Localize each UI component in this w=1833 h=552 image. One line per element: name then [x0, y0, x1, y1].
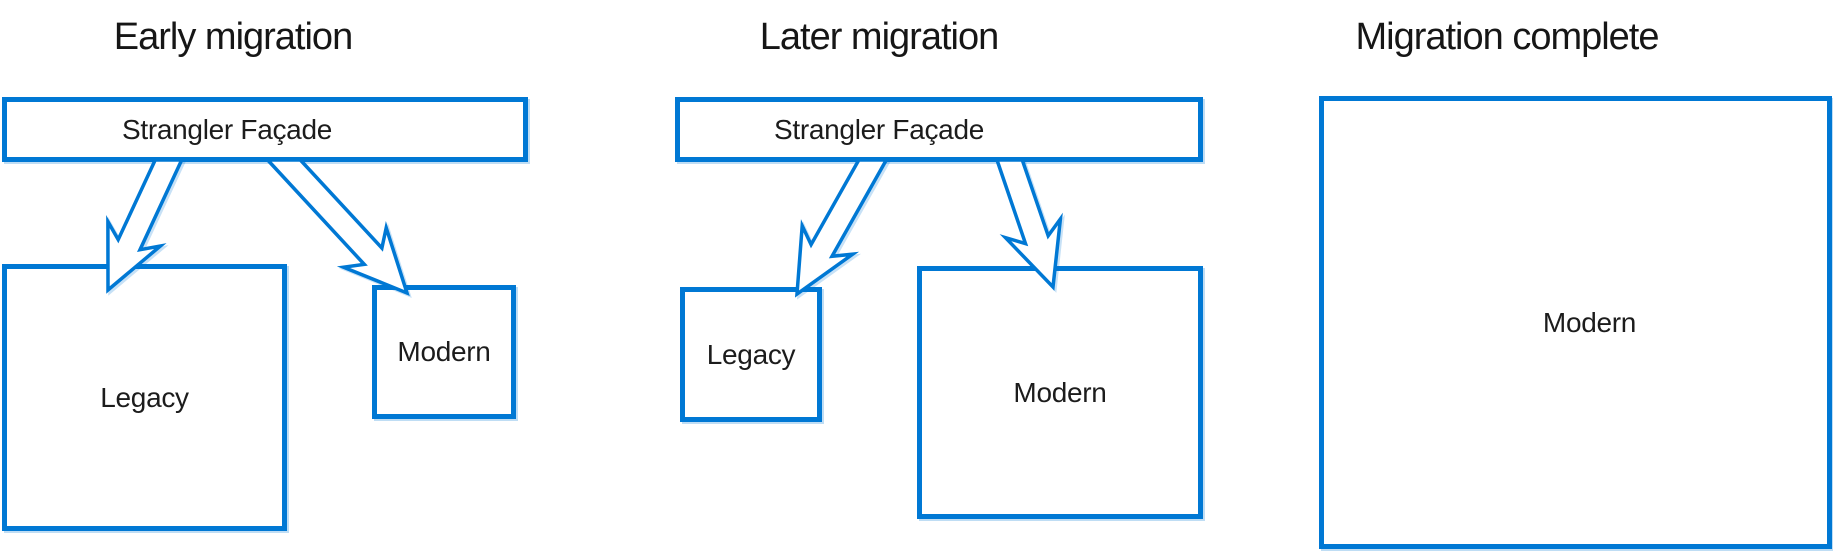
panel-title-early-migration: Early migration — [113, 16, 353, 58]
modern-box-complete: Modern — [1319, 96, 1832, 549]
strangler-facade-label: Strangler Façade — [122, 113, 332, 145]
panel-title-later-migration: Later migration — [759, 16, 999, 58]
arrow-early-facade-to-legacy — [106, 158, 185, 294]
legacy-label: Legacy — [100, 381, 189, 413]
strangler-facade-box-later: Strangler Façade — [675, 97, 1203, 162]
modern-box-later: Modern — [917, 266, 1203, 519]
modern-label: Modern — [1542, 306, 1637, 338]
legacy-box-early: Legacy — [2, 264, 287, 531]
arrow-later-facade-to-modern — [994, 158, 1063, 291]
arrow-later-facade-to-legacy — [794, 158, 890, 298]
legacy-box-later: Legacy — [680, 287, 822, 422]
modern-label: Modern — [1013, 376, 1107, 408]
arrow-early-facade-to-modern — [263, 158, 410, 297]
modern-label: Modern — [397, 336, 491, 367]
strangler-facade-label: Strangler Façade — [774, 113, 984, 145]
panel-title-migration-complete: Migration complete — [1355, 16, 1659, 58]
modern-box-early: Modern — [372, 285, 516, 419]
legacy-label: Legacy — [706, 338, 796, 370]
